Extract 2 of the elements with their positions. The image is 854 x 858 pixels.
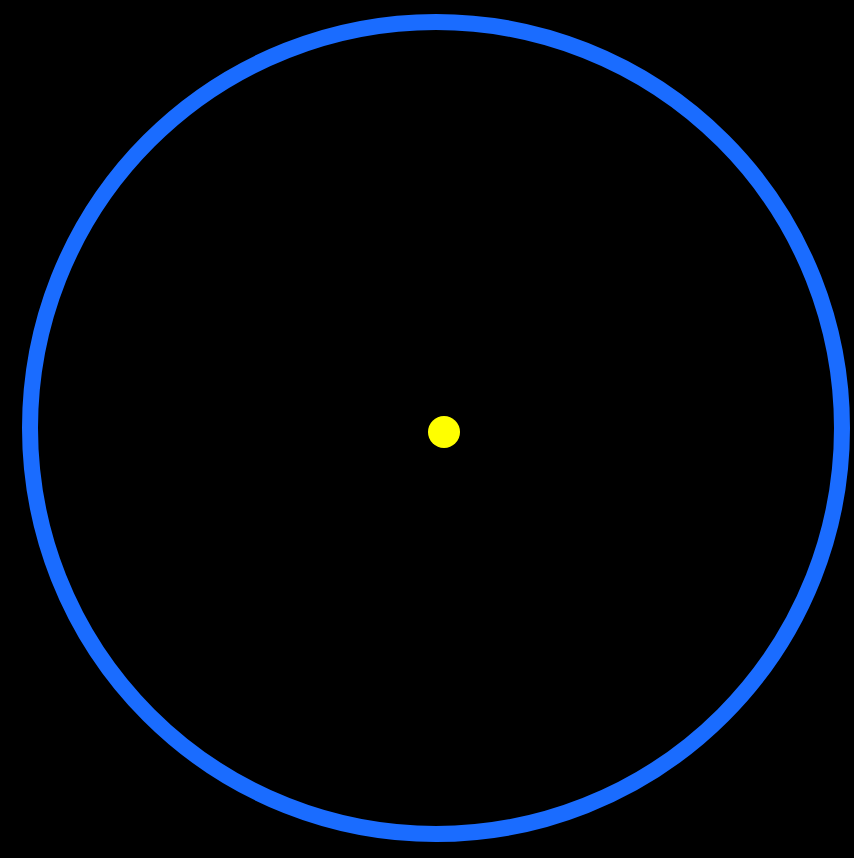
ring-circle xyxy=(22,14,850,842)
center-dot xyxy=(428,416,460,448)
